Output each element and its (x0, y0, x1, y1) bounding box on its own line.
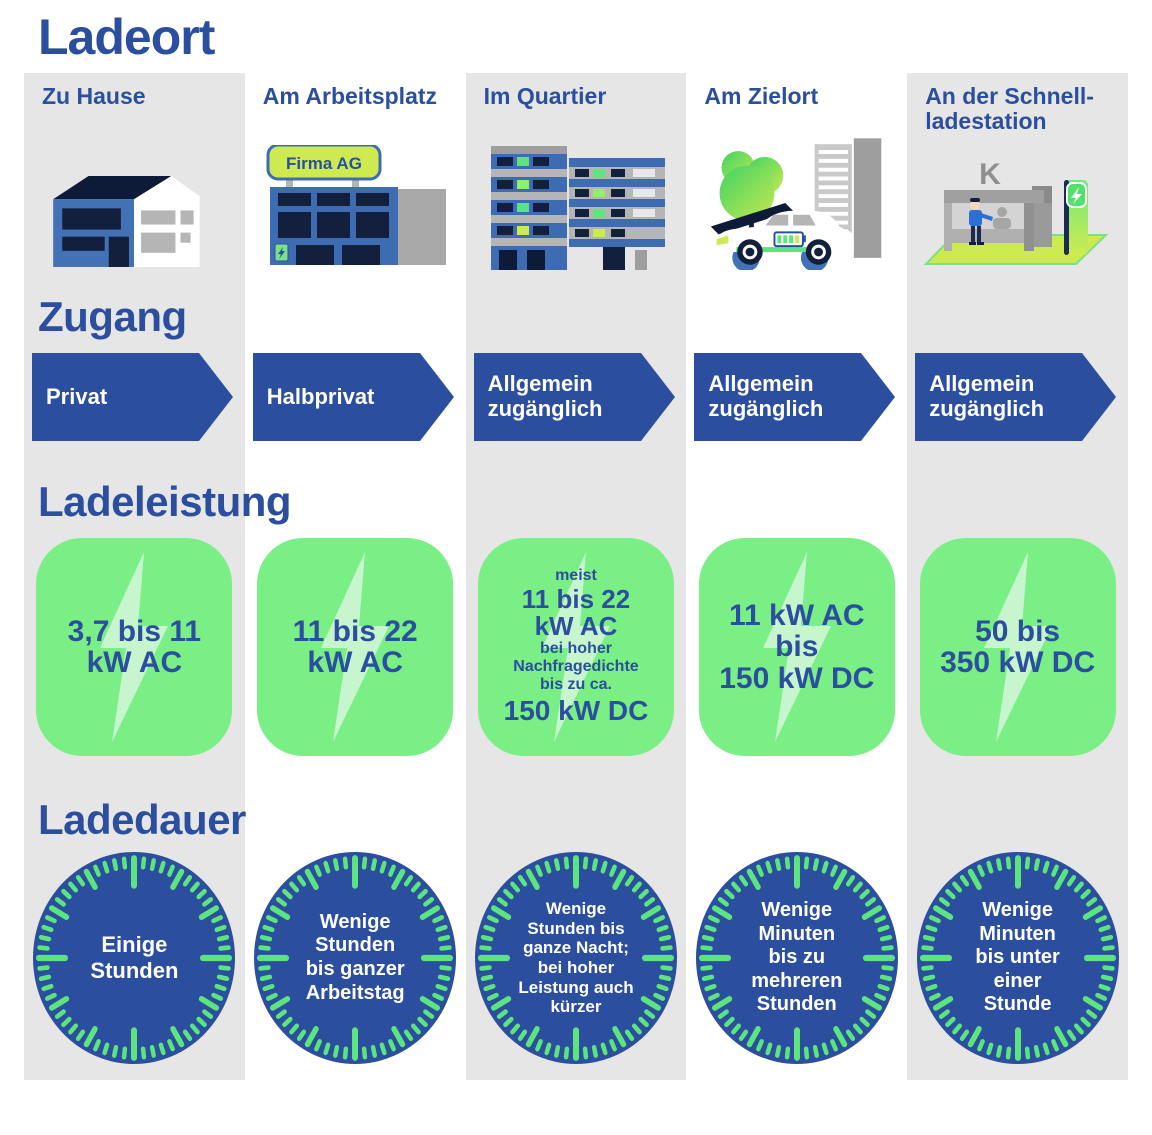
illustrations-row: Firma AG (24, 132, 1128, 270)
power-value: 3,7 bis 11 kW AC (67, 614, 202, 679)
apartment-buildings-illustration (491, 146, 666, 270)
power-box-zu-hause: 3,7 bis 11 kW AC (36, 538, 233, 756)
access-arrow-quartier: Allgemein zugänglich (473, 353, 687, 441)
duration-clock-zielort: Wenige Minuten bis zu mehreren Stunden (695, 852, 898, 1064)
power-box-arbeitsplatz: 11 bis 22 kW AC (257, 538, 454, 756)
arrow-tip (419, 353, 454, 441)
duration-label: Wenige Stunden bis ganzer Arbeitstag (305, 910, 405, 1004)
kiosk-letter: K (979, 158, 1001, 191)
destination-car-tree-illustration (710, 138, 882, 270)
duration-label: Einige Stunden (90, 932, 179, 983)
clock-ticks (36, 855, 233, 1061)
access-label: Allgemein zugänglich (929, 371, 1045, 421)
arrow-tip (199, 353, 233, 441)
section-heading-zugang: Zugang (38, 293, 187, 340)
duration-clock-arbeitsplatz: Wenige Stunden bis ganzer Arbeitstag (254, 852, 457, 1064)
duration-clocks-row: Einige Stunden Wenige Stunden bis ganzer… (24, 852, 1128, 1064)
column-header-zielort: Am Zielort (704, 83, 819, 109)
office-building-illustration: Firma AG (266, 145, 447, 265)
access-arrow-arbeitsplatz: Halbprivat (252, 353, 466, 441)
power-value-dc: 150 kW DC (503, 694, 649, 726)
access-arrow-schnellladestation: Allgemein zugänglich (915, 353, 1128, 441)
section-heading-ladedauer: Ladedauer (38, 796, 246, 843)
tree-icon (719, 151, 784, 251)
duration-clock-zu-hause: Einige Stunden (33, 852, 236, 1064)
power-value: 50 bis 350 kW DC (940, 614, 1096, 679)
clock-face-icon (254, 852, 457, 1064)
page-title: Ladeort (38, 9, 215, 65)
section-heading-ladeleistung: Ladeleistung (38, 478, 292, 525)
power-note: meist (555, 567, 597, 585)
power-value: 11 kW AC bis 150 kW DC (719, 599, 875, 695)
duration-label: Wenige Minuten bis unter einer Stunde (975, 899, 1060, 1016)
power-value: 11 bis 22 kW AC (292, 614, 418, 679)
power-box-zielort: 11 kW AC bis 150 kW DC (698, 538, 895, 756)
duration-clock-quartier: Wenige Stunden bis ganze Nacht; bei hohe… (474, 852, 677, 1064)
solar-carport (710, 202, 793, 235)
clock-face-icon (916, 852, 1119, 1064)
access-arrows-row: Privat Halbprivat Allgemein zugänglich A… (24, 353, 1128, 441)
lightning-bolt-icon (321, 552, 390, 742)
access-arrow-zu-hause: Privat (32, 353, 245, 441)
battery-icon (773, 231, 806, 248)
clock-face-icon (474, 852, 677, 1064)
home-building-illustration (53, 176, 201, 267)
firma-sign (266, 145, 382, 181)
arrow-tip (1082, 353, 1117, 441)
access-label: Allgemein zugänglich (487, 371, 603, 421)
person (968, 198, 993, 245)
arrow-tip (640, 353, 675, 441)
power-note: bei hoher Nachfragedichte bis zu ca. (513, 640, 639, 694)
access-label: Halbprivat (266, 383, 375, 409)
lightning-bolt-icon (762, 552, 831, 742)
clock-ticks (477, 855, 674, 1061)
access-arrow-zielort: Allgemein zugänglich (694, 353, 907, 441)
column-header-schnellladestation: An der Schnell- ladestation (925, 83, 1094, 135)
clock-ticks (257, 855, 454, 1061)
column-headers-row: Zu Hause Am Arbeitsplatz Im Quartier Am … (24, 83, 1128, 135)
firma-sign-label: Firma AG (286, 154, 362, 173)
fast-charging-kiosk-illustration: K (923, 158, 1109, 265)
duration-label: Wenige Minuten bis zu mehreren Stunden (751, 899, 843, 1016)
clock-ticks (698, 855, 895, 1061)
column-header-arbeitsplatz: Am Arbeitsplatz (262, 83, 438, 109)
clock-face-icon (33, 852, 236, 1064)
access-label: Privat (46, 383, 108, 409)
clock-ticks (919, 855, 1116, 1061)
lightning-bolt-icon (541, 552, 610, 742)
charging-pillar-icon (1063, 180, 1088, 255)
power-value: 11 bis 22 kW AC (521, 584, 631, 642)
column-header-quartier: Im Quartier (483, 83, 607, 109)
lightning-bolt-icon (100, 552, 169, 742)
clock-face-icon (695, 852, 898, 1064)
lightning-bolt-icon (983, 552, 1052, 742)
access-label: Allgemein zugänglich (708, 371, 824, 421)
duration-label: Wenige Stunden bis ganze Nacht; bei hohe… (518, 899, 634, 1017)
power-box-schnellladestation: 50 bis 350 kW DC (919, 538, 1116, 756)
column-header-zu-hause: Zu Hause (42, 83, 146, 109)
arrow-tip (861, 353, 896, 441)
duration-clock-schnellladestation: Wenige Minuten bis unter einer Stunde (916, 852, 1119, 1064)
